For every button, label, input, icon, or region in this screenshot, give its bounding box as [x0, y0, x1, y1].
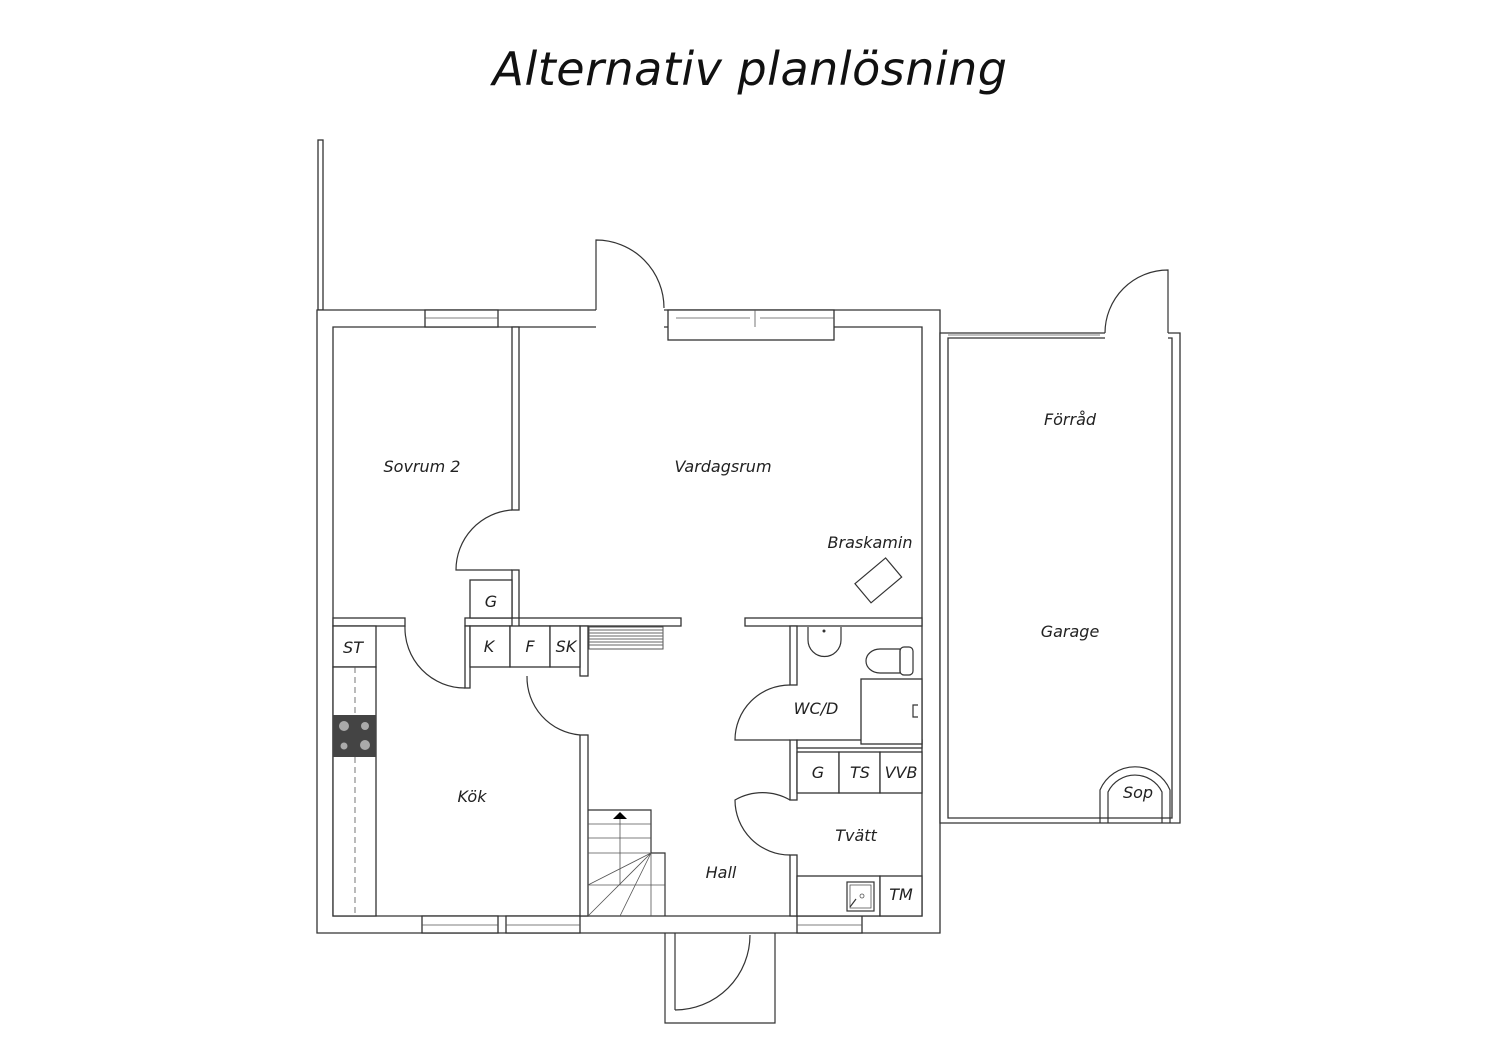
stove-icon [333, 715, 376, 757]
staircase [587, 809, 666, 917]
radiator-icon [588, 626, 664, 650]
label-vvb: VVB [885, 763, 918, 782]
storage-door-swing [1104, 269, 1169, 334]
fireplace-icon [854, 557, 903, 604]
toilet-icon [865, 646, 914, 676]
laundry-sink-icon [846, 881, 875, 912]
label-g-closet: G [485, 592, 497, 611]
label-g-laundry: G [812, 763, 824, 782]
shower-head-icon [912, 704, 918, 718]
room-label-kok: Kök [458, 787, 488, 806]
label-ts: TS [850, 763, 870, 782]
interior-walls [332, 326, 923, 917]
room-label-garage: Garage [1041, 622, 1100, 641]
stair-arrow-icon [613, 812, 627, 819]
room-label-tvatt: Tvätt [835, 826, 877, 845]
label-sk: SK [556, 637, 578, 656]
room-label-wcd: WC/D [794, 699, 839, 718]
shower [860, 678, 923, 745]
cabinets [332, 579, 923, 917]
room-label-vardagsrum: Vardagsrum [674, 457, 771, 476]
room-label-sovrum2: Sovrum 2 [384, 457, 461, 476]
garage-walls [939, 332, 1181, 824]
room-label-hall: Hall [706, 863, 737, 882]
label-tm: TM [889, 885, 913, 904]
entrance-door-swing [674, 934, 751, 1011]
fence-post [317, 139, 324, 311]
room-label-forrad: Förråd [1044, 410, 1097, 429]
label-k: K [484, 637, 496, 656]
sink-icon [807, 627, 842, 658]
label-f: F [525, 637, 535, 656]
room-label-sop: Sop [1123, 783, 1153, 802]
plan-title: Alternativ planlösning [492, 42, 1008, 96]
door-swings [404, 509, 1171, 856]
windows [421, 309, 1100, 934]
label-st: ST [343, 638, 364, 657]
label-braskamin: Braskamin [828, 533, 913, 552]
entrance-porch [664, 933, 776, 1024]
patio-door-swing [595, 239, 665, 310]
